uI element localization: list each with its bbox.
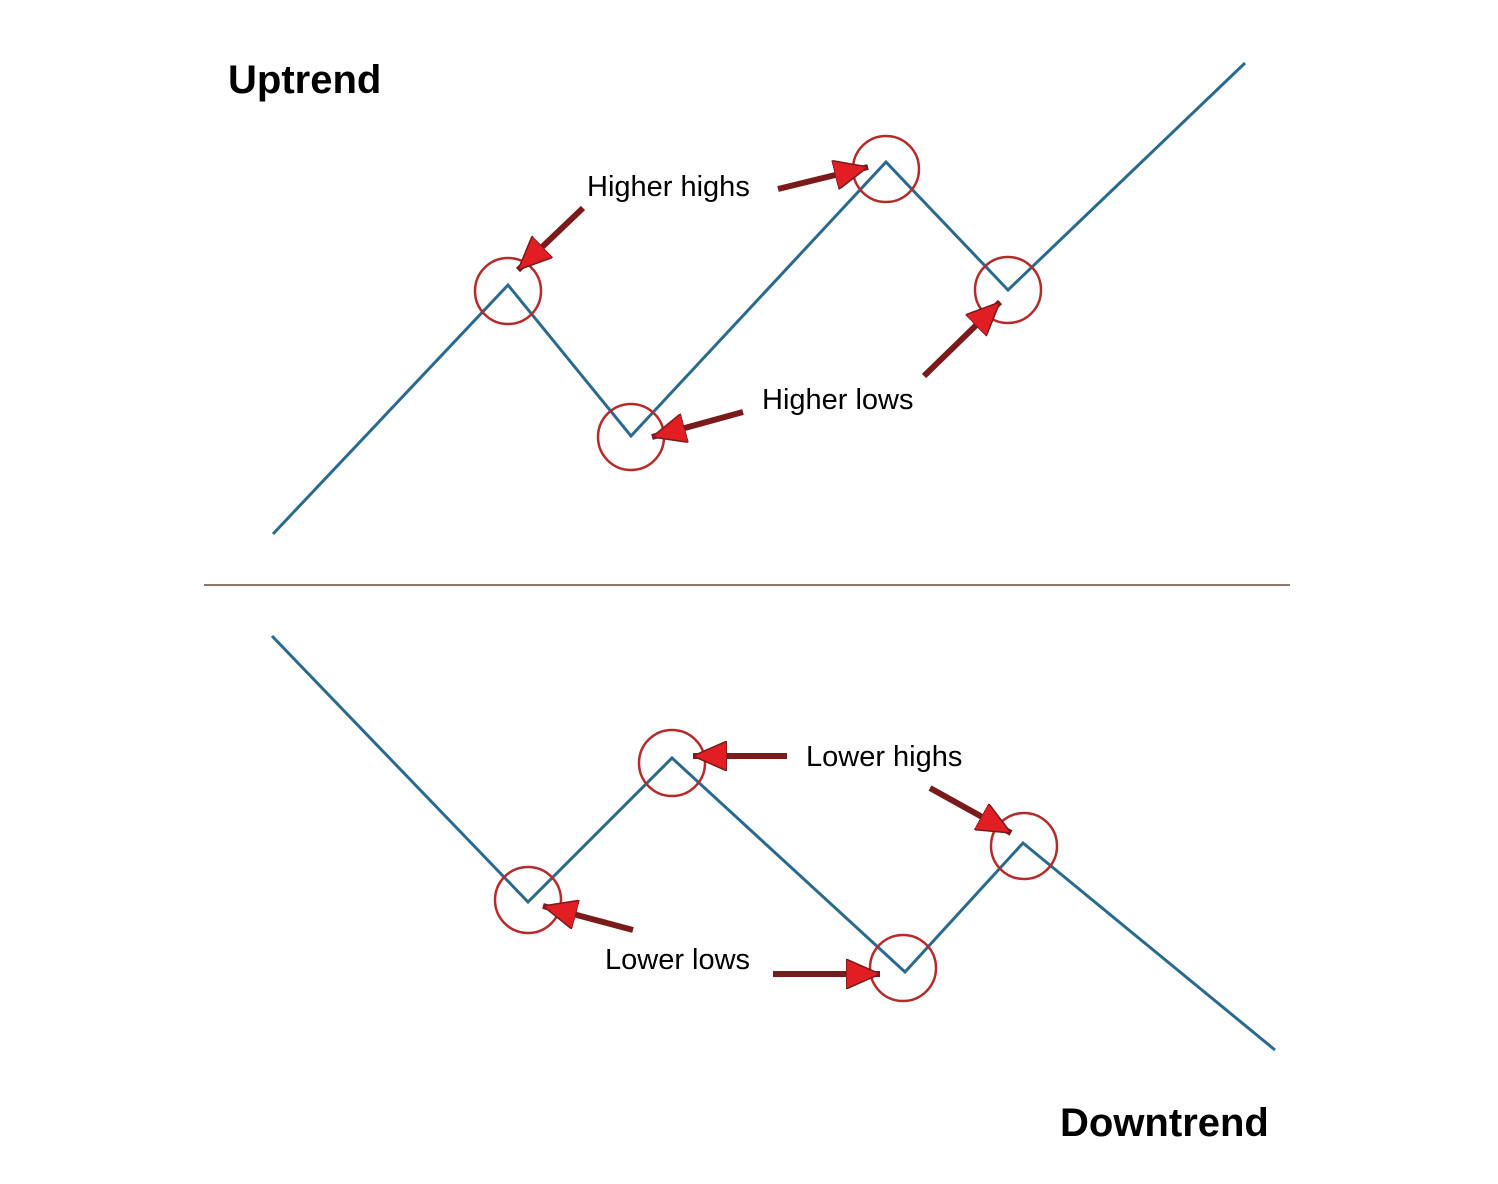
higher-low-marker-2: [973, 255, 1043, 325]
higher-lows-label: Higher lows: [762, 384, 914, 416]
higher-highs-arrow-right: [777, 167, 868, 192]
lower-high-marker-1: [637, 728, 707, 798]
lower-lows-label: Lower lows: [605, 944, 750, 976]
uptrend-line: [271, 61, 1247, 536]
downtrend-line: [270, 634, 1276, 1052]
higher-lows-arrow-left: [652, 409, 744, 437]
lower-high-marker-2: [989, 811, 1059, 881]
higher-highs-label: Higher highs: [587, 171, 750, 203]
lower-lows-arrow-left: [543, 906, 634, 933]
uptrend-panel: Uptrend Higher highs Higher lows: [228, 58, 1247, 536]
lower-highs-label: Lower highs: [806, 741, 962, 773]
higher-highs-arrow-left: [515, 205, 586, 273]
higher-lows-arrow-right: [921, 299, 1003, 379]
downtrend-panel: Lower highs Lower lows Downtrend: [270, 634, 1276, 1145]
downtrend-title: Downtrend: [1060, 1101, 1269, 1145]
uptrend-title: Uptrend: [228, 58, 381, 102]
lower-highs-arrow-right: [928, 785, 1011, 836]
higher-high-marker-1: [473, 256, 543, 326]
lower-low-marker-2: [868, 933, 938, 1003]
